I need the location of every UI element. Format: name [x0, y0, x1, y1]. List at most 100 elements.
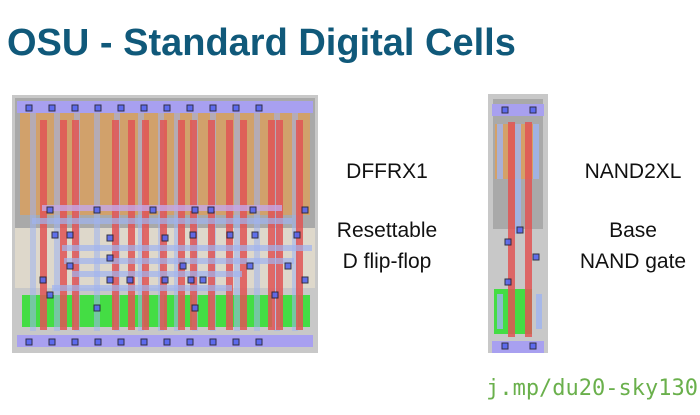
poly-gate: [276, 120, 283, 330]
poly-gate: [525, 122, 532, 337]
via-contact: [209, 338, 217, 346]
poly-gate: [190, 120, 197, 330]
poly-gate: [508, 122, 515, 337]
poly-gate: [142, 120, 149, 330]
via-contact: [504, 278, 512, 286]
via-contact: [232, 338, 240, 346]
metal2-route: [42, 205, 282, 211]
via-contact: [94, 338, 102, 346]
via-contact: [516, 226, 524, 234]
dffrx1-description-line1: Resettable: [336, 219, 438, 242]
metal1-strip: [515, 124, 521, 234]
metal1-strip: [497, 124, 503, 179]
via-contact: [48, 104, 56, 112]
metal1-strip: [292, 113, 298, 331]
poly-gate: [40, 120, 47, 330]
via-contact: [163, 104, 171, 112]
nand2xl-cell-name: NAND2XL: [584, 160, 682, 183]
via-contact: [301, 206, 309, 214]
poly-gate: [112, 120, 119, 330]
via-contact: [46, 206, 54, 214]
via-contact: [226, 231, 234, 239]
via-contact: [207, 206, 215, 214]
via-contact: [25, 104, 33, 112]
via-contact: [232, 104, 240, 112]
via-contact: [186, 338, 194, 346]
poly-gate: [240, 120, 247, 330]
via-contact: [504, 238, 512, 246]
via-contact: [140, 104, 148, 112]
via-contact: [106, 254, 114, 262]
via-contact: [301, 276, 309, 284]
dffrx1-cell-name: DFFRX1: [346, 160, 428, 183]
via-contact: [163, 338, 171, 346]
via-contact: [149, 206, 157, 214]
via-contact: [529, 106, 537, 114]
via-contact: [51, 231, 59, 239]
poly-gate: [296, 120, 303, 330]
metal1-strip: [497, 294, 503, 329]
via-contact: [284, 262, 292, 270]
via-contact: [48, 338, 56, 346]
nand2xl-label-group: NAND2XL Base NAND gate: [568, 156, 698, 277]
via-contact: [271, 291, 279, 299]
via-contact: [117, 338, 125, 346]
poly-gate: [128, 120, 135, 330]
via-contact: [246, 262, 254, 270]
via-contact: [293, 231, 301, 239]
poly-gate: [226, 120, 233, 330]
poly-gate: [268, 120, 275, 330]
dffrx1-description-line2: D flip-flop: [342, 250, 432, 273]
slide-title: OSU - Standard Digital Cells: [7, 22, 516, 64]
via-contact: [179, 262, 187, 270]
via-contact: [25, 338, 33, 346]
via-contact: [187, 276, 195, 284]
via-contact: [126, 276, 134, 284]
via-contact: [161, 234, 169, 242]
metal1-route: [52, 285, 232, 291]
via-contact: [251, 231, 259, 239]
metal1-route: [32, 218, 292, 224]
via-contact: [161, 276, 169, 284]
via-contact: [501, 106, 509, 114]
metal1-route: [72, 271, 242, 277]
via-contact: [39, 276, 47, 284]
via-contact: [532, 253, 540, 261]
metal1-route: [62, 245, 312, 251]
dffrx1-label-group: DFFRX1 Resettable D flip-flop: [322, 156, 452, 277]
via-contact: [93, 304, 101, 312]
via-contact: [46, 291, 54, 299]
poly-gate: [208, 120, 215, 330]
poly-gate: [178, 120, 185, 330]
via-contact: [66, 262, 74, 270]
nand2xl-layout-image: [488, 94, 548, 353]
via-contact: [199, 276, 207, 284]
via-contact: [117, 104, 125, 112]
slides-link[interactable]: j.mp/du20-sky130: [486, 376, 698, 401]
poly-gate: [72, 120, 79, 330]
via-contact: [94, 104, 102, 112]
nand2xl-description-line1: Base: [609, 219, 657, 242]
via-contact: [140, 338, 148, 346]
poly-gate: [60, 120, 67, 330]
nand2xl-description-line2: NAND gate: [579, 250, 687, 273]
via-contact: [71, 338, 79, 346]
via-contact: [529, 342, 537, 350]
poly-gate: [160, 120, 167, 330]
via-contact: [191, 304, 199, 312]
via-contact: [255, 338, 263, 346]
via-contact: [191, 206, 199, 214]
via-contact: [501, 342, 509, 350]
via-contact: [106, 276, 114, 284]
via-contact: [93, 206, 101, 214]
via-contact: [209, 104, 217, 112]
via-contact: [189, 231, 197, 239]
via-contact: [186, 104, 194, 112]
metal1-strip: [536, 294, 542, 329]
metal1-route: [64, 258, 294, 264]
via-contact: [71, 104, 79, 112]
via-contact: [255, 104, 263, 112]
dffrx1-layout-image: [12, 95, 318, 353]
metal1-strip: [533, 124, 539, 179]
via-contact: [66, 231, 74, 239]
